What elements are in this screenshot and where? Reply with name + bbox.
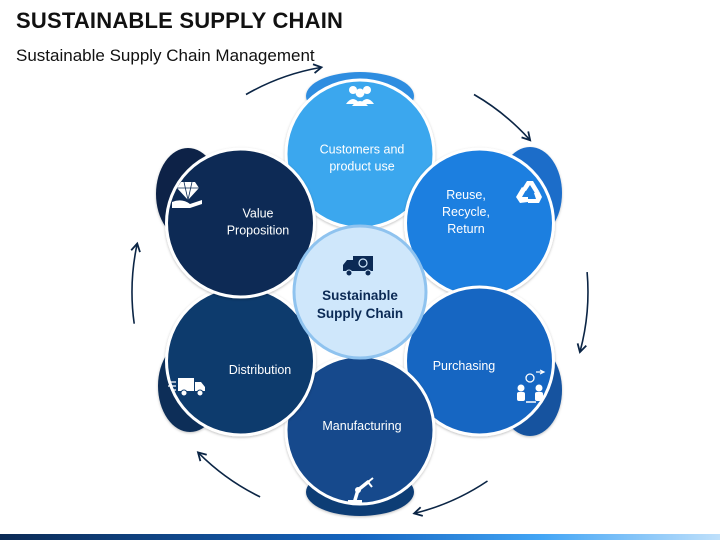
segment-reuse[interactable]: Reuse, Recycle, Return <box>404 147 563 299</box>
segment-label-reuse: Recycle, <box>442 205 490 219</box>
segment-distribution[interactable]: Distribution <box>158 285 316 437</box>
robot-arm-icon <box>348 477 374 504</box>
segment-blob-value <box>165 147 316 299</box>
people-icon <box>346 86 374 106</box>
recycle-icon <box>516 181 542 203</box>
segment-blob-distribution <box>165 285 316 437</box>
segment-label-value: Value <box>242 207 273 221</box>
bottom-accent-bar <box>0 534 720 540</box>
segment-label-value: Proposition <box>227 224 290 238</box>
segment-purchasing[interactable]: Purchasing <box>404 285 563 437</box>
segment-manufacturing[interactable]: Manufacturing <box>284 354 436 516</box>
cycle-arrow-1 <box>245 63 324 96</box>
center-label: Sustainable <box>322 288 398 303</box>
segment-label-purchasing: Purchasing <box>433 359 496 373</box>
cycle-arrows <box>130 63 589 517</box>
segment-label-reuse: Return <box>447 222 485 236</box>
segment-label-manufacturing: Manufacturing <box>322 419 401 433</box>
cycle-arrow-6 <box>130 241 141 324</box>
cycle-arrow-3 <box>576 272 589 354</box>
cycle-arrow-4 <box>412 480 488 517</box>
segment-label-customers: Customers and <box>320 143 405 157</box>
segment-label-reuse: Reuse, <box>446 188 486 202</box>
page-title: SUSTAINABLE SUPPLY CHAIN <box>16 8 344 33</box>
cycle-arrow-5 <box>196 451 261 498</box>
purchasing-icon <box>517 369 546 403</box>
segment-customers[interactable]: Customers and product use <box>284 72 436 230</box>
center-circle <box>292 224 428 360</box>
truck-recycle-icon <box>343 256 373 277</box>
segment-label-distribution: Distribution <box>229 363 292 377</box>
diamond-hand-icon <box>172 181 202 208</box>
delivery-truck-icon <box>168 378 205 397</box>
center-label: Supply Chain <box>317 306 403 321</box>
page-subtitle: Sustainable Supply Chain Management <box>16 46 315 65</box>
segment-blob-purchasing <box>404 285 555 437</box>
cycle-arrow-2 <box>473 93 532 142</box>
segment-label-customers: product use <box>329 160 394 174</box>
